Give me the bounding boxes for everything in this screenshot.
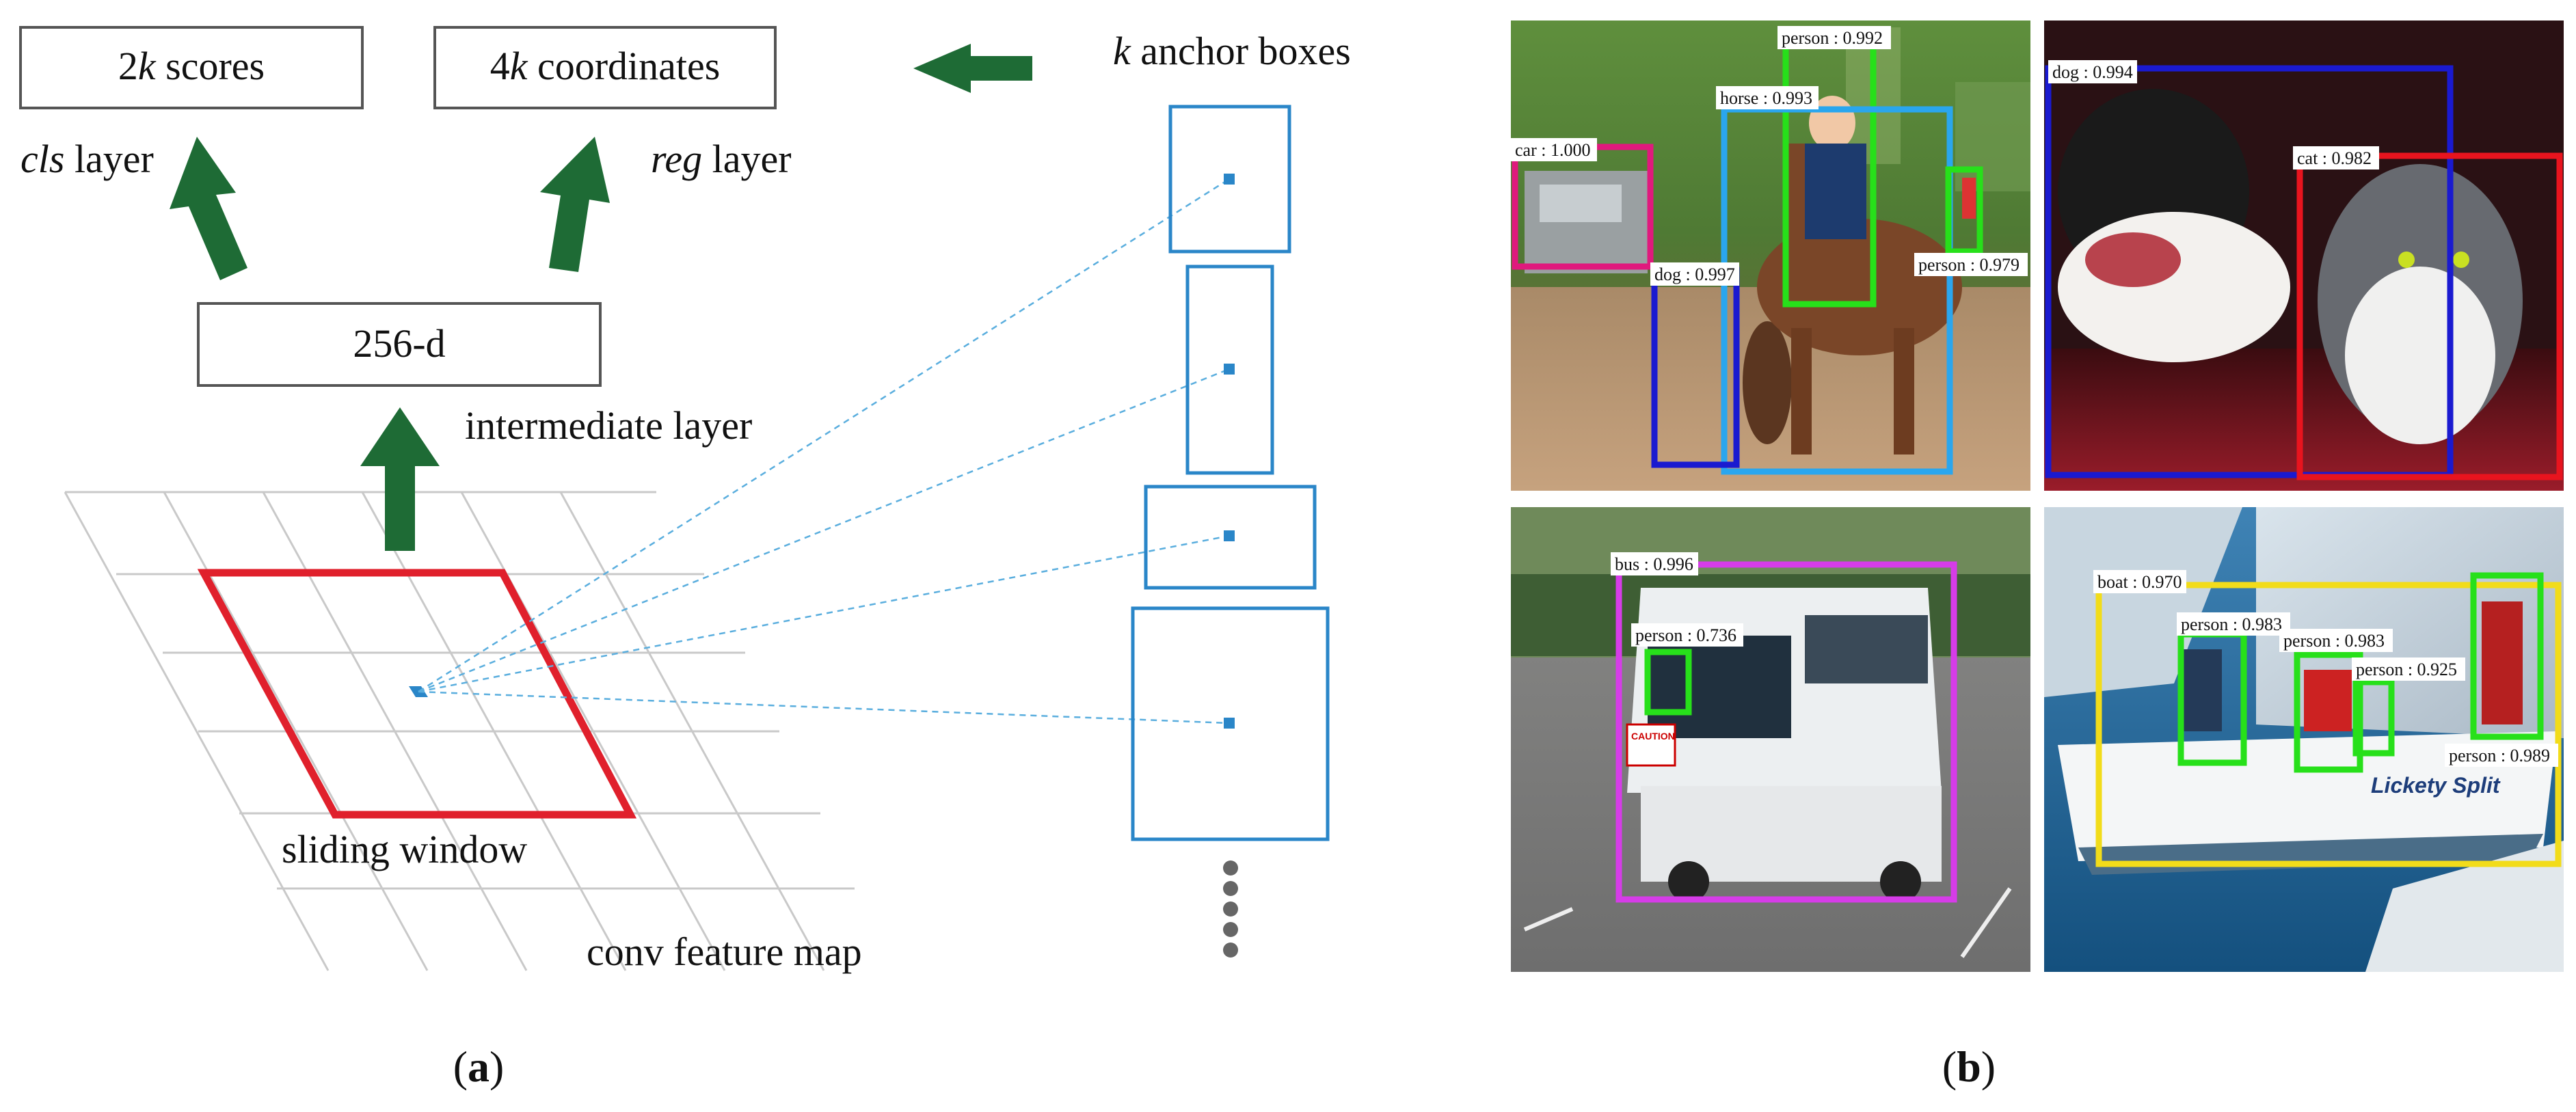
arrow-up-to-intermediate	[360, 407, 440, 551]
conv-feature-map-label: conv feature map	[587, 930, 862, 974]
bbox-person-3	[2352, 679, 2395, 757]
hull-text: Lickety Split	[2371, 773, 2501, 798]
bbox-horse	[1721, 106, 1953, 475]
anchor-box-1	[1168, 105, 1291, 254]
photo-sailboat: Lickety Split	[2044, 507, 2564, 972]
label-dog-black: dog : 0.994	[2052, 62, 2133, 82]
label-person-top: person : 0.992	[1782, 28, 1883, 48]
bbox-dog-black	[2045, 65, 2454, 478]
cls-layer-label: cls layer	[21, 137, 154, 181]
intermediate-box	[197, 302, 602, 387]
anchor-box-3	[1144, 485, 1317, 590]
arrow-left	[913, 44, 1032, 93]
coordinates-box	[433, 26, 777, 109]
intermediate-box-label: 256-d	[353, 321, 445, 366]
panel-b-caption: (b)	[1942, 1042, 1996, 1091]
anchor-box-2	[1185, 265, 1274, 475]
labels-dog-cat: dog : 0.994 cat : 0.982	[2048, 60, 2379, 169]
label-person-driver: person : 0.736	[1635, 625, 1736, 645]
conv-feature-map-grid	[64, 491, 855, 971]
detections-dog-cat	[2045, 65, 2563, 480]
panel-a-diagram: 2k scores 4k coordinates cls layer reg l…	[19, 26, 1351, 1091]
labels-bus: bus : 0.996 person : 0.736	[1611, 552, 1743, 647]
sliding-window-box	[197, 569, 637, 819]
bbox-person-2	[2294, 651, 2363, 773]
label-person-4: person : 0.989	[2449, 746, 2550, 765]
anchor-boxes-title: k anchor boxes	[1113, 29, 1351, 73]
label-person-right: person : 0.979	[1918, 255, 2020, 275]
labels-horse-scene: car : 1.000 person : 0.992 horse : 0.993…	[1511, 26, 2028, 286]
bbox-person-4	[2470, 572, 2544, 740]
bbox-boat	[2095, 582, 2562, 867]
bbox-person-driver	[1644, 649, 1692, 716]
bbox-cat	[2296, 152, 2563, 480]
bbox-bus	[1615, 561, 1957, 903]
intermediate-layer-label: intermediate layer	[465, 403, 752, 448]
label-boat: boat : 0.970	[2097, 572, 2182, 592]
photo-dog-cat	[2044, 21, 2564, 491]
scores-box	[19, 26, 364, 109]
label-car: car : 1.000	[1515, 140, 1590, 160]
bus-sign-text: CAUTION	[1631, 731, 1675, 742]
arrow-up-to-reg	[540, 137, 610, 272]
ellipsis-dots	[1223, 860, 1238, 958]
label-horse: horse : 0.993	[1720, 88, 1812, 108]
label-person-1: person : 0.983	[2181, 614, 2282, 634]
panel-b-detections: car : 1.000 person : 0.992 horse : 0.993…	[1511, 21, 2564, 1091]
anchor-box-4	[1131, 606, 1330, 841]
bbox-person-small	[1945, 166, 1983, 255]
label-bus: bus : 0.996	[1615, 554, 1693, 574]
label-cat: cat : 0.982	[2297, 148, 2372, 168]
anchor-projection-lines	[418, 178, 1230, 724]
label-person-3: person : 0.925	[2356, 660, 2457, 679]
detections-sailboat	[2095, 572, 2562, 867]
labels-sailboat: boat : 0.970 person : 0.983 person : 0.9…	[2093, 570, 2558, 767]
label-person-2: person : 0.983	[2283, 631, 2385, 651]
anchor-boxes	[1131, 105, 1330, 841]
sliding-window-label: sliding window	[282, 827, 527, 871]
detections-bus	[1615, 561, 1957, 903]
coordinates-box-label: 4k coordinates	[490, 44, 721, 88]
reg-layer-label: reg layer	[651, 137, 792, 181]
label-dog: dog : 0.997	[1654, 265, 1735, 284]
arrow-up-to-cls	[170, 137, 247, 280]
scores-box-label: 2k scores	[118, 44, 265, 88]
anchor-centers	[1224, 174, 1235, 729]
panel-a-caption: (a)	[453, 1042, 505, 1091]
